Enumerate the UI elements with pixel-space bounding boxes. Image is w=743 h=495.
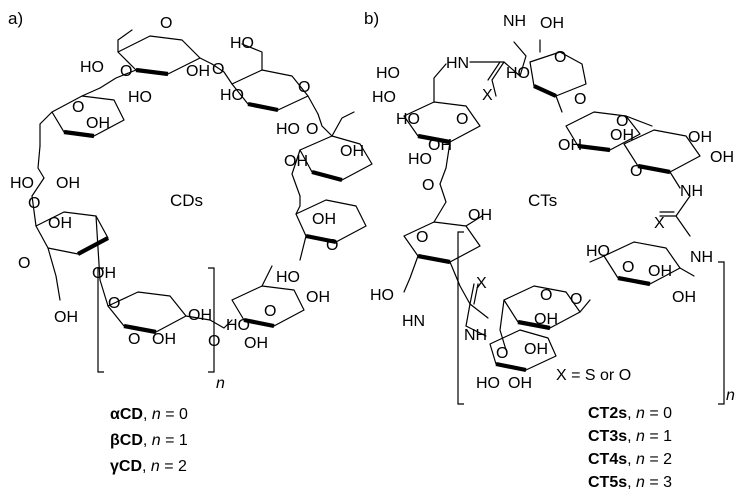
caption-line-alpha-cd: αCD, n = 0 — [110, 406, 188, 423]
panel-b-caption: CT2s, n = 0 CT3s, n = 1 CT4s, n = 2 CT5s… — [588, 405, 672, 491]
panel-b-repeat-bracket: n — [457, 231, 735, 405]
atom-label: HO — [128, 89, 152, 106]
panel-a-repeat-n: n — [216, 375, 225, 392]
atom-label: O — [128, 331, 140, 348]
atom-label: O — [298, 79, 310, 96]
caption-line-beta-cd: βCD, n = 1 — [110, 432, 188, 449]
atom-label: O — [616, 113, 628, 130]
atom-label: OH — [244, 335, 268, 352]
atom-label: OH — [284, 153, 308, 170]
caption-line-gamma-cd: γCD, n = 2 — [110, 458, 187, 475]
atom-label: OH — [534, 311, 558, 328]
atom-label: O — [306, 121, 318, 138]
atom-label: O — [422, 177, 434, 194]
panel-a-cyclodextrins: a) — [8, 9, 373, 475]
atom-label: O — [120, 63, 132, 80]
atom-label: O — [108, 295, 120, 312]
atom-label: HO — [396, 111, 420, 128]
panel-a-atom-labels: HO O OH HO O O HO HO O HO O OH OH O OH H… — [10, 15, 364, 352]
caption-line-ct3s: CT3s, n = 1 — [588, 428, 672, 445]
atom-label: X — [482, 87, 493, 104]
caption-line-ct2s: CT2s, n = 0 — [588, 405, 672, 422]
atom-label: O — [264, 303, 276, 320]
panel-b-center-label: CTs — [528, 191, 557, 210]
atom-label: HO — [372, 89, 396, 106]
atom-label: O — [570, 291, 582, 308]
atom-label: HO — [276, 121, 300, 138]
atom-label: HO — [276, 269, 300, 286]
atom-label: OH — [312, 211, 336, 228]
atom-label: HO — [376, 65, 400, 82]
atom-label: O — [416, 229, 428, 246]
atom-label: OH — [508, 375, 532, 392]
atom-label: OH — [306, 289, 330, 306]
atom-label: O — [18, 255, 30, 272]
atom-label: OH — [672, 289, 696, 306]
atom-label: O — [160, 15, 172, 32]
atom-label: HO — [476, 375, 500, 392]
atom-label: HO — [506, 65, 530, 82]
atom-label: X — [654, 215, 665, 232]
atom-label: O — [630, 163, 642, 180]
atom-label: OH — [540, 15, 564, 32]
atom-label: HO — [586, 243, 610, 260]
atom-label: O — [456, 111, 468, 128]
atom-label: OH — [428, 137, 452, 154]
atom-label: OH — [524, 341, 548, 358]
atom-label: HO — [220, 87, 244, 104]
x-definition: X = S or O — [556, 367, 631, 384]
atom-label: O — [208, 333, 220, 350]
atom-label: OH — [54, 309, 78, 326]
atom-label: OH — [188, 307, 212, 324]
atom-label: O — [622, 259, 634, 276]
caption-line-ct5s: CT5s, n = 3 — [588, 474, 672, 491]
atom-label: OH — [558, 137, 582, 154]
atom-label: O — [574, 91, 586, 108]
atom-label: HO — [408, 151, 432, 168]
atom-label: O — [540, 287, 552, 304]
atom-label: O — [28, 195, 40, 212]
atom-label: OH — [48, 215, 72, 232]
panel-a-center-label: CDs — [170, 191, 203, 210]
atom-label: NH — [680, 183, 703, 200]
caption-line-ct4s: CT4s, n = 2 — [588, 451, 672, 468]
atom-label: OH — [688, 129, 712, 146]
atom-label: OH — [610, 127, 634, 144]
atom-label: OH — [340, 143, 364, 160]
atom-label: HO — [230, 35, 254, 52]
panel-a-ring-bonds — [31, 29, 373, 335]
atom-label: OH — [56, 175, 80, 192]
panel-a-repeat-bracket: n — [97, 267, 225, 392]
atom-label: OH — [468, 207, 492, 224]
atom-label: NH — [464, 327, 487, 344]
atom-label: O — [72, 99, 84, 116]
panel-b-label: b) — [364, 9, 379, 28]
atom-label: O — [496, 345, 508, 362]
atom-label: O — [326, 237, 338, 254]
panel-a-caption: αCD, n = 0 βCD, n = 1 γCD, n = 2 — [110, 406, 188, 475]
atom-label: OH — [186, 63, 210, 80]
atom-label: HN — [446, 55, 469, 72]
atom-label: OH — [648, 263, 672, 280]
panel-a-label: a) — [8, 9, 23, 28]
atom-label: OH — [92, 265, 116, 282]
panel-b-ring-bonds — [403, 39, 701, 373]
atom-label: HO — [80, 59, 104, 76]
atom-label: O — [554, 49, 566, 66]
atom-label: O — [212, 61, 224, 78]
atom-label: OH — [152, 331, 176, 348]
atom-label: OH — [710, 149, 734, 166]
atom-label: HN — [402, 313, 425, 330]
atom-label: HO — [226, 317, 250, 334]
panel-b-repeat-n: n — [726, 387, 735, 404]
atom-label: NH — [503, 13, 526, 30]
atom-label: HO — [10, 175, 34, 192]
panel-b-cyclotrehalans: b) — [364, 9, 735, 491]
atom-label: NH — [690, 249, 713, 266]
panel-b-atom-labels: NH OH HN HO O HO X HO O HO O O OH OH OH … — [370, 13, 734, 392]
atom-label: X — [476, 275, 487, 292]
atom-label: HO — [370, 287, 394, 304]
atom-label: OH — [86, 115, 110, 132]
